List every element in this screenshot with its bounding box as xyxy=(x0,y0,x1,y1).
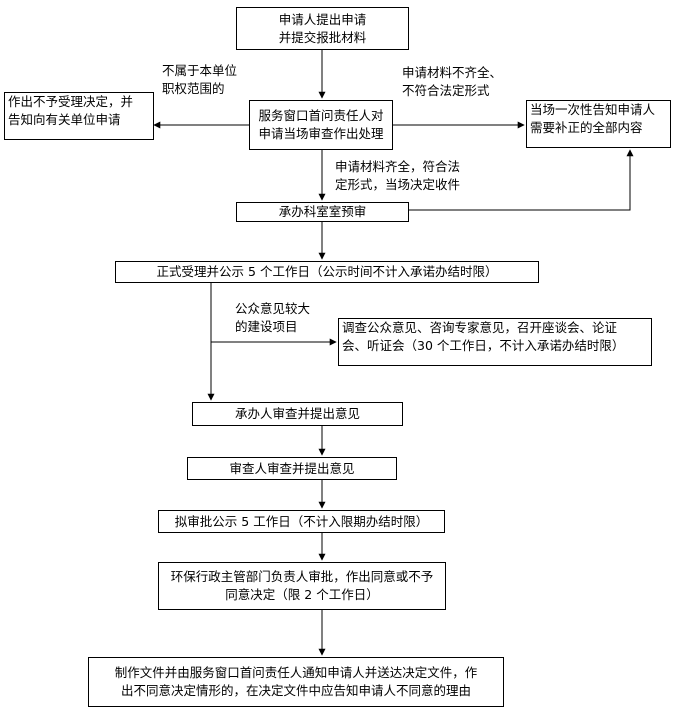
node-draft-publicity: 拟审批公示 5 工作日（不计入限期办结时限） xyxy=(158,510,445,533)
node-notify-supplement: 当场一次性告知申请人 需要补正的全部内容 xyxy=(526,100,671,148)
node-handler-review: 承办人审查并提出意见 xyxy=(192,402,403,426)
node-approval: 环保行政主管部门负责人审批，作出同意或不予 同意决定（限 2 个工作日） xyxy=(158,562,446,610)
arrow-dept-to-notify xyxy=(409,149,634,211)
node-window: 服务窗口首问责任人对 申请当场审查作出处理 xyxy=(249,100,393,150)
label-major-project: 公众意见较大 的建设项目 xyxy=(235,301,311,334)
label-not-in-scope: 不属于本单位 职权范围的 xyxy=(162,63,238,96)
node-final: 制作文件并由服务窗口首问责任人通知申请人并送达决定文件，作 出不同意决定情形的，… xyxy=(88,657,504,707)
node-formal-accept: 正式受理并公示 5 个工作日（公示时间不计入承诺办结时限） xyxy=(115,261,539,283)
node-dept-review: 承办科室室预审 xyxy=(236,202,409,222)
label-complete: 申请材料齐全，符合法 定形式，当场决定收件 xyxy=(335,159,461,192)
node-apply: 申请人提出申请 并提交报批材料 xyxy=(236,7,409,50)
node-reject: 作出不予受理决定，并 告知向有关单位申请 xyxy=(4,92,154,140)
node-reviewer-review: 审查人审查并提出意见 xyxy=(187,457,397,480)
label-incomplete: 申请材料不齐全、 不符合法定形式 xyxy=(402,65,503,98)
node-public-opinion: 调查公众意见、咨询专家意见，召开座谈会、论证 会、听证会（30 个工作日，不计入… xyxy=(338,318,652,366)
